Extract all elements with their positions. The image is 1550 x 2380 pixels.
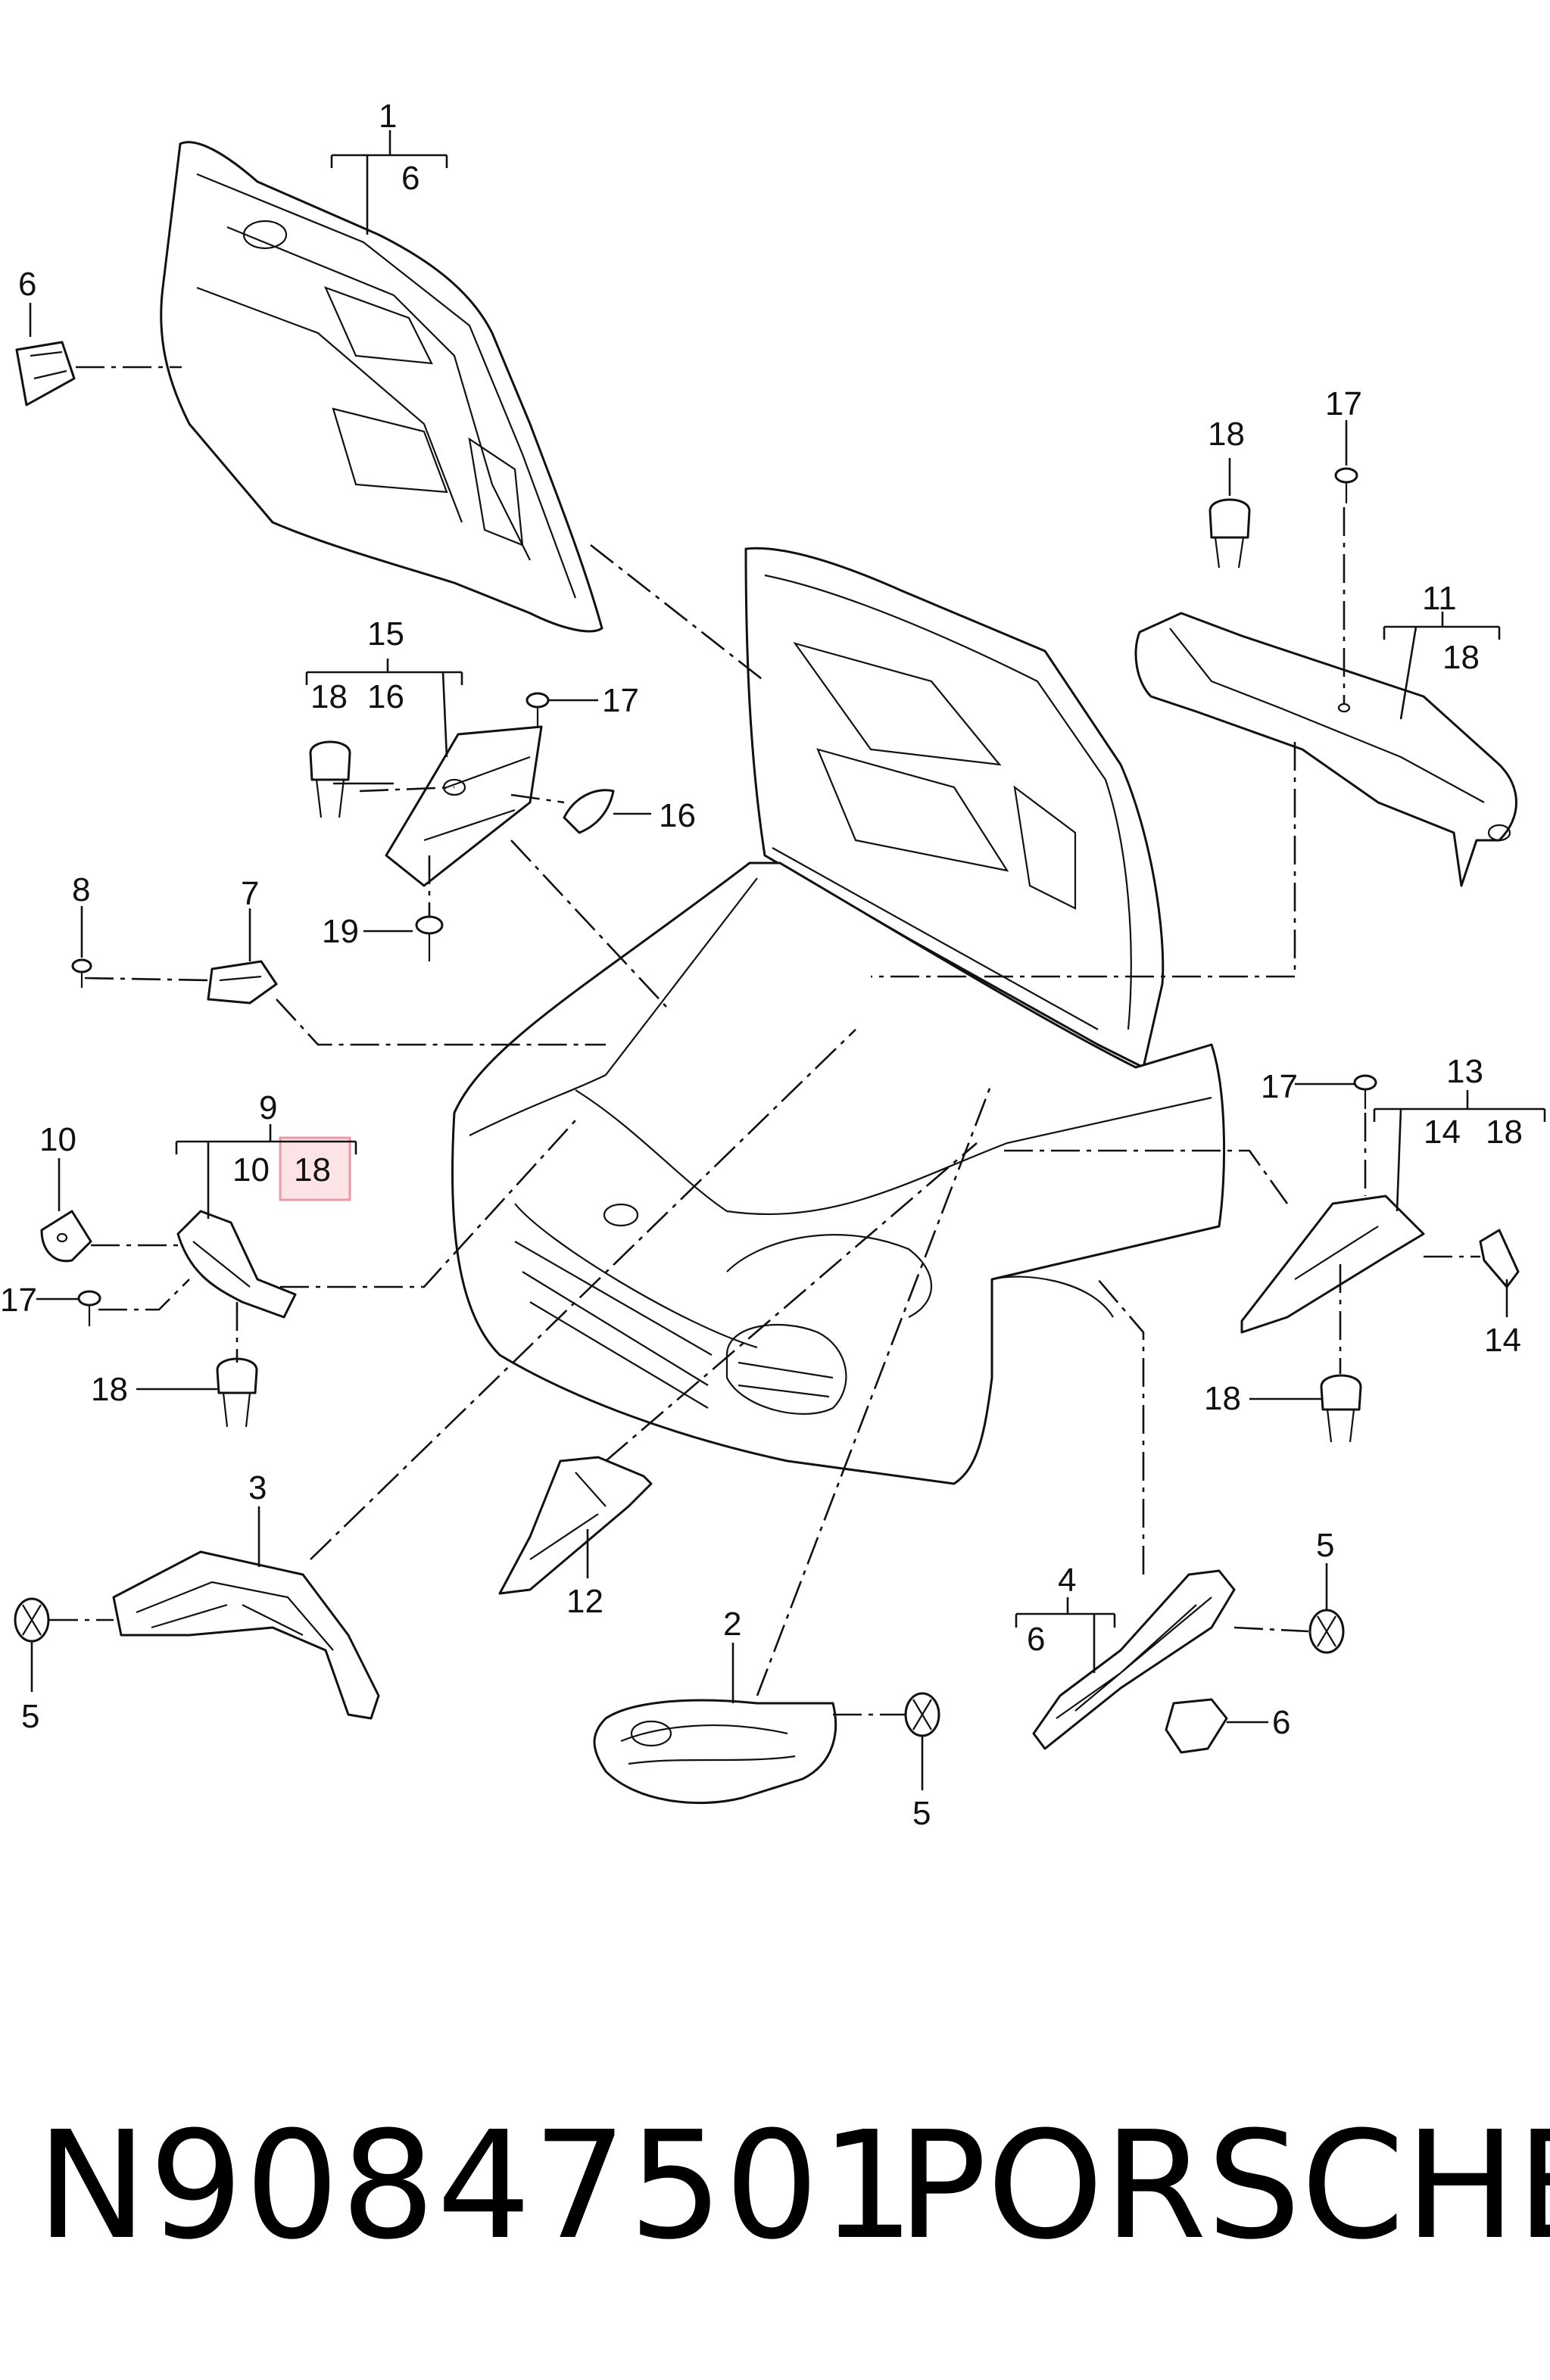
wheel-arch-liner-part-4[interactable]	[1032, 1569, 1236, 1750]
grommet-5-b[interactable]	[904, 1692, 940, 1737]
label-4: 4	[1058, 1562, 1076, 1599]
bracket-part-13[interactable]	[1240, 1195, 1425, 1334]
label-15-18: 18	[310, 678, 348, 715]
grommet-5-c[interactable]	[1308, 1609, 1345, 1654]
leader-lines	[29, 130, 1546, 1790]
label-16: 16	[659, 797, 696, 834]
label-15-16: 16	[367, 678, 404, 715]
screw-17-b[interactable]	[526, 692, 550, 727]
label-17-b: 17	[602, 682, 639, 719]
label-18-d: 18	[1204, 1380, 1241, 1417]
push-clip-18-c[interactable]	[216, 1357, 258, 1428]
label-11-18: 18	[1442, 639, 1480, 676]
push-clip-18-a[interactable]	[1209, 498, 1251, 569]
screw-17-a[interactable]	[1334, 467, 1358, 503]
label-5-a: 5	[21, 1698, 39, 1735]
label-4-6: 6	[1027, 1621, 1045, 1658]
label-13-14: 14	[1424, 1114, 1461, 1151]
clip-part-6[interactable]	[15, 341, 76, 407]
label-12: 12	[566, 1583, 603, 1620]
label-14: 14	[1484, 1322, 1521, 1359]
label-8: 8	[72, 871, 90, 908]
label-7: 7	[241, 875, 259, 912]
label-1-6: 6	[401, 160, 419, 197]
screw-17-d[interactable]	[1353, 1074, 1377, 1109]
cover-part-12[interactable]	[498, 1456, 653, 1595]
hood-insulation-pad[interactable]	[160, 141, 603, 633]
label-3: 3	[248, 1469, 267, 1506]
label-6-c: 6	[1272, 1704, 1290, 1741]
label-5-c: 5	[1316, 1527, 1334, 1564]
label-9-10: 10	[232, 1151, 270, 1188]
label-13-18: 18	[1486, 1114, 1523, 1151]
label-1: 1	[379, 98, 397, 135]
underbody-panel-part-2[interactable]	[593, 1699, 837, 1805]
push-clip-18-b[interactable]	[309, 740, 351, 818]
label-11: 11	[1422, 580, 1457, 617]
brand-name: PORSCHE	[897, 2100, 1550, 2273]
cap-part-16[interactable]	[563, 789, 615, 834]
label-17-d: 17	[1261, 1068, 1298, 1105]
screw-17-c[interactable]	[77, 1290, 101, 1326]
wheel-arch-liner-part-3[interactable]	[112, 1550, 380, 1720]
cap-part-6[interactable]	[1165, 1698, 1228, 1754]
label-15: 15	[367, 615, 404, 653]
label-13: 13	[1446, 1053, 1483, 1090]
label-2: 2	[723, 1606, 741, 1643]
bracket-part-15[interactable]	[385, 725, 543, 887]
screw-19[interactable]	[415, 915, 444, 961]
label-17-c: 17	[0, 1282, 37, 1319]
screw-8[interactable]	[71, 958, 92, 988]
part-number: N90847501	[36, 2100, 917, 2273]
label-17-a: 17	[1325, 385, 1362, 422]
label-18-c: 18	[91, 1371, 128, 1408]
label-19: 19	[322, 913, 359, 950]
push-clip-18-d[interactable]	[1320, 1374, 1362, 1443]
highlighted-part-box	[279, 1136, 351, 1201]
parts-diagram: 1 6 6 17 18 11 18 15 18 16 17 16 19 8 7 …	[0, 98, 1546, 1832]
bracket-part-9[interactable]	[176, 1210, 297, 1319]
pad-part-10[interactable]	[40, 1210, 92, 1263]
clip-part-14[interactable]	[1479, 1229, 1520, 1288]
cowl-panel-part-11[interactable]	[1134, 612, 1517, 887]
assembly-lines	[49, 366, 1480, 1716]
grommet-5-a[interactable]	[14, 1597, 50, 1643]
label-10: 10	[39, 1121, 76, 1158]
callout-labels: 1 6 6 17 18 11 18 15 18 16 17 16 19 8 7 …	[0, 98, 1523, 1832]
label-9: 9	[259, 1089, 277, 1126]
bracket-part-7[interactable]	[207, 960, 278, 1005]
label-6-top: 6	[18, 266, 36, 303]
label-5-b: 5	[912, 1795, 931, 1832]
label-9-18: 18	[294, 1151, 331, 1188]
label-18-a: 18	[1208, 416, 1245, 453]
engine-hood[interactable]	[744, 547, 1165, 1069]
car-body	[451, 861, 1226, 1485]
